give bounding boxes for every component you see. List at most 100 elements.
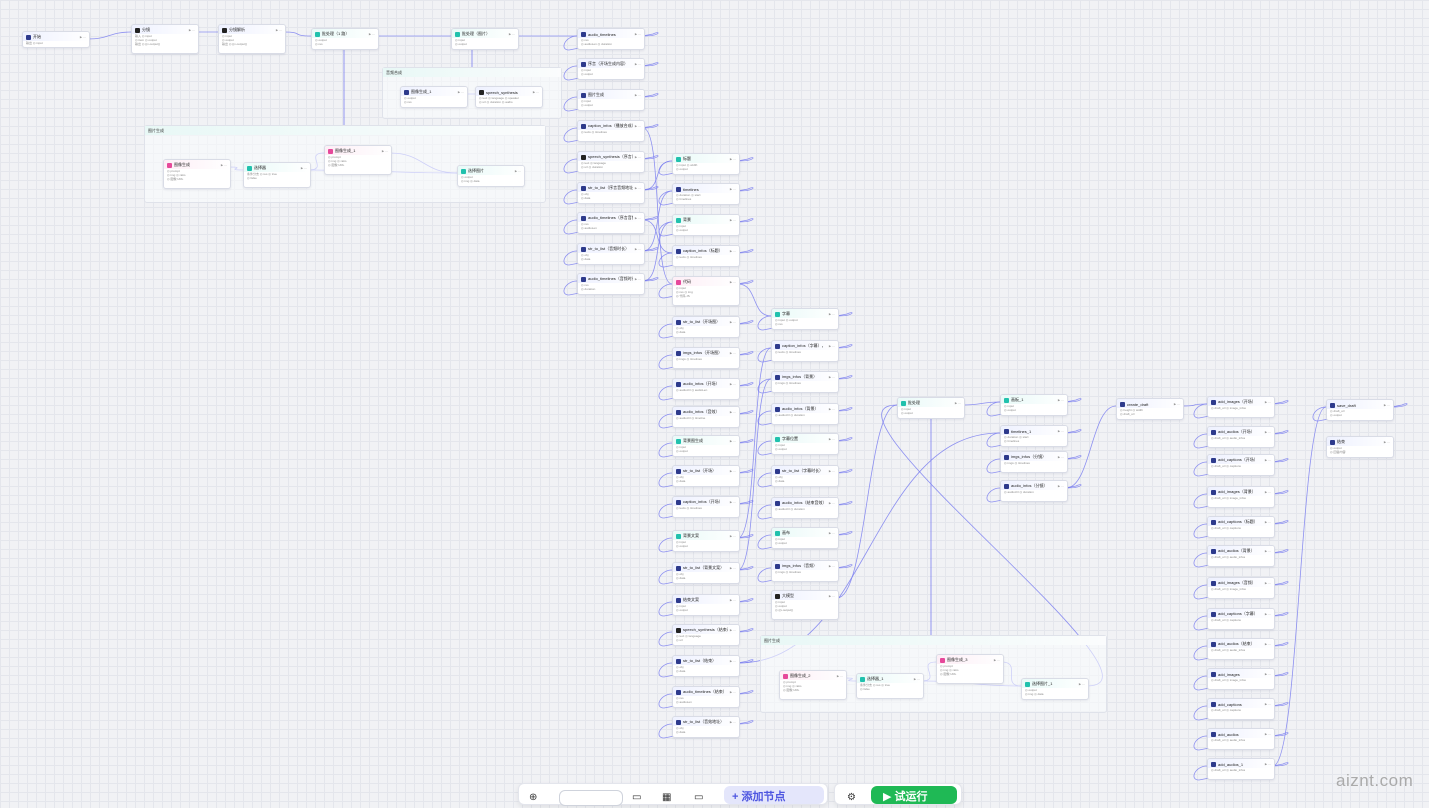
workflow-node[interactable]: 背景图生成▶ ⋯◎ input◎ output [672,435,740,457]
workflow-node[interactable]: str_to_list（字幕时长）▶ ⋯◎ obj◎ data [771,465,839,487]
workflow-node[interactable]: imgs_infos（分镜）▶ ⋯◎ imgs ◎ timelines [1000,451,1068,473]
workflow-node[interactable]: 图片生成▶ ⋯◎ input◎ output [577,89,645,111]
node-run-icon[interactable]: ▶ ⋯ [828,407,835,411]
node-run-icon[interactable]: ▶ ⋯ [1264,430,1271,434]
workflow-node[interactable]: caption_infos（开场）▶ ⋯◎ texts ◎ timelines [672,496,740,518]
workflow-node[interactable]: 选择器▶ ⋯条件分支 ◎ res ◎ true◎ false [243,162,311,188]
workflow-node[interactable]: str_to_list（背景文案）▶ ⋯◎ obj◎ data [672,562,740,584]
node-run-icon[interactable]: ▶ ⋯ [729,690,736,694]
workflow-node[interactable]: audio_infos（音效）▶ ⋯◎ audioUrl ◎ timeline [672,406,740,428]
node-run-icon[interactable]: ▶ ⋯ [457,90,464,94]
node-run-icon[interactable]: ▶ ⋯ [729,351,736,355]
node-run-icon[interactable]: ▶ ⋯ [634,277,641,281]
node-run-icon[interactable]: ▶ ⋯ [1264,672,1271,676]
node-run-icon[interactable]: ▶ ⋯ [729,320,736,324]
node-run-icon[interactable]: ▶ ⋯ [300,166,307,170]
node-run-icon[interactable]: ▶ ⋯ [729,534,736,538]
node-run-icon[interactable]: ▶ ⋯ [1057,429,1064,433]
node-run-icon[interactable]: ▶ ⋯ [532,90,539,94]
node-run-icon[interactable]: ▶ ⋯ [1264,702,1271,706]
node-run-icon[interactable]: ▶ ⋯ [729,659,736,663]
workflow-node[interactable]: str_to_list（开场图）▶ ⋯◎ obj◎ data [672,316,740,338]
node-run-icon[interactable]: ▶ ⋯ [1264,642,1271,646]
node-run-icon[interactable]: ▶ ⋯ [729,628,736,632]
workflow-node[interactable]: add_images（开场）▶ ⋯◎ draft_url ◎ image_inf… [1207,396,1275,418]
node-run-icon[interactable]: ▶ ⋯ [634,247,641,251]
workflow-node[interactable]: 图像生成_3▶ ⋯◎ prompt◎ img ◎ ratio◎ 图像 URL [936,654,1004,684]
node-run-icon[interactable]: ▶ ⋯ [828,437,835,441]
test-run-button[interactable]: ▶ 试运行 [871,786,957,804]
workflow-node[interactable]: add_audios（开场）▶ ⋯◎ draft_url ◎ audio_inf… [1207,426,1275,448]
connection-edge[interactable] [283,31,312,37]
connection-edge[interactable] [962,401,1001,406]
node-run-icon[interactable]: ▶ ⋯ [828,501,835,505]
node-run-icon[interactable]: ▶ ⋯ [1057,455,1064,459]
connection-edge[interactable] [737,378,772,571]
node-run-icon[interactable]: ▶ ⋯ [1383,403,1390,407]
connection-edge[interactable] [642,219,673,254]
node-run-icon[interactable]: ▶ ⋯ [729,566,736,570]
workflow-node[interactable]: 图像生成_1▶ ⋯◎ prompt◎ img ◎ ratio◎ 图像 URL [324,145,392,175]
node-run-icon[interactable]: ▶ ⋯ [1264,581,1271,585]
node-run-icon[interactable]: ▶ ⋯ [828,531,835,535]
workflow-node[interactable]: 背景文案▶ ⋯◎ input◎ output [672,530,740,552]
workflow-node[interactable]: str_to_list（音频时长）▶ ⋯◎ obj◎ data [577,243,645,265]
node-run-icon[interactable]: ▶ ⋯ [368,32,375,36]
node-run-icon[interactable]: ▶ ⋯ [634,216,641,220]
zoom-control[interactable] [559,790,623,806]
node-run-icon[interactable]: ▶ ⋯ [729,410,736,414]
workflow-node[interactable]: speech_synthesis（结束语）▶ ⋯◎ text ◎ languag… [672,624,740,646]
workflow-node[interactable]: add_audios_1▶ ⋯◎ draft_url ◎ audio_infos [1207,758,1275,780]
workflow-node[interactable]: add_captions（字幕）▶ ⋯◎ draft_url ◎ caption… [1207,608,1275,630]
workflow-node[interactable]: caption_infos（标题）▶ ⋯◎ texts ◎ timelines [672,245,740,267]
node-run-icon[interactable]: ▶ ⋯ [729,439,736,443]
workflow-node[interactable]: 字幕▶ ⋯◎ input ◎ output◎ res [771,308,839,330]
node-run-icon[interactable]: ▶ ⋯ [1264,549,1271,553]
node-run-icon[interactable]: ▶ ⋯ [634,32,641,36]
workflow-node[interactable]: 大模型▶ ⋯◎ input◎ output◎ {{x.output}} [771,590,839,620]
workflow-node[interactable]: audio_timelines▶ ⋯◎ res◎ audioLen ◎ dura… [577,28,645,50]
node-run-icon[interactable]: ▶ ⋯ [1078,682,1085,686]
workflow-node[interactable]: 选择图片▶ ⋯◎ output◎ img ◎ data [457,165,525,187]
workflow-node[interactable]: add_audios（背景）▶ ⋯◎ draft_url ◎ audio_inf… [1207,545,1275,567]
node-run-icon[interactable]: ▶ ⋯ [729,500,736,504]
workflow-node[interactable]: 字幕位置▶ ⋯◎ input◎ output [771,433,839,455]
node-run-icon[interactable]: ▶ ⋯ [1264,400,1271,404]
workflow-node[interactable]: audio_infos（分镜）▶ ⋯◎ audioUrl ◎ duration [1000,480,1068,502]
node-run-icon[interactable]: ▶ ⋯ [1264,490,1271,494]
node-run-icon[interactable]: ▶ ⋯ [828,564,835,568]
workflow-node[interactable]: caption_infos（播放合成）▶ ⋯◎ texts ◎ timeline… [577,120,645,142]
node-run-icon[interactable]: ▶ ⋯ [729,469,736,473]
workflow-node[interactable]: 代码▶ ⋯◎ input◎ res ◎ img◎ 代码 JS [672,276,740,306]
node-run-icon[interactable]: ▶ ⋯ [634,155,641,159]
node-run-icon[interactable]: ▶ ⋯ [634,93,641,97]
workflow-node[interactable]: imgs_infos（背景）▶ ⋯◎ imgs ◎ timelines [771,371,839,393]
connection-edge[interactable] [87,31,132,40]
node-run-icon[interactable]: ▶ ⋯ [508,32,515,36]
workflow-node[interactable]: str_to_list（序言音频地址）▶ ⋯◎ obj◎ data [577,182,645,204]
workflow-node[interactable]: str_to_list（音效地址）▶ ⋯◎ obj◎ data [672,716,740,738]
workflow-node[interactable]: 选择图片_1▶ ⋯◎ output◎ img ◎ data [1021,678,1089,700]
workflow-node[interactable]: audio_timelines（结束）▶ ⋯◎ res◎ audioLen [672,686,740,708]
workflow-node[interactable]: audio_infos（背景）▶ ⋯◎ audioUrl ◎ duration [771,403,839,425]
connection-edge[interactable] [642,160,673,191]
workflow-node[interactable]: audio_timelines（序言音频）▶ ⋯◎ res◎ audioLen [577,212,645,234]
node-run-icon[interactable]: ▶ ⋯ [1264,732,1271,736]
node-run-icon[interactable]: ▶ ⋯ [1264,520,1271,524]
node-run-icon[interactable]: ▶ ⋯ [993,658,1000,662]
connection-edge[interactable] [737,283,772,317]
workflow-node[interactable]: 序言（开场生成内容）▶ ⋯◎ input◎ output [577,58,645,80]
connection-edge[interactable] [642,190,673,252]
cursor-icon[interactable]: ⊕ [529,792,538,803]
workflow-node[interactable]: add_captions▶ ⋯◎ draft_url ◎ captions [1207,698,1275,720]
connection-edge[interactable] [737,347,772,539]
node-run-icon[interactable]: ▶ ⋯ [729,249,736,253]
node-run-icon[interactable]: ▶ ⋯ [220,163,227,167]
node-run-icon[interactable]: ▶ ⋯ [729,382,736,386]
layout-icon[interactable]: ▦ [662,792,672,803]
node-run-icon[interactable]: ▶ ⋯ [828,594,835,598]
workflow-node[interactable]: imgs_infos（开场图）▶ ⋯◎ imgs ◎ timelines [672,347,740,369]
workflow-node[interactable]: timelines_1▶ ⋯◎ duration ◎ start◎ timeli… [1000,425,1068,447]
